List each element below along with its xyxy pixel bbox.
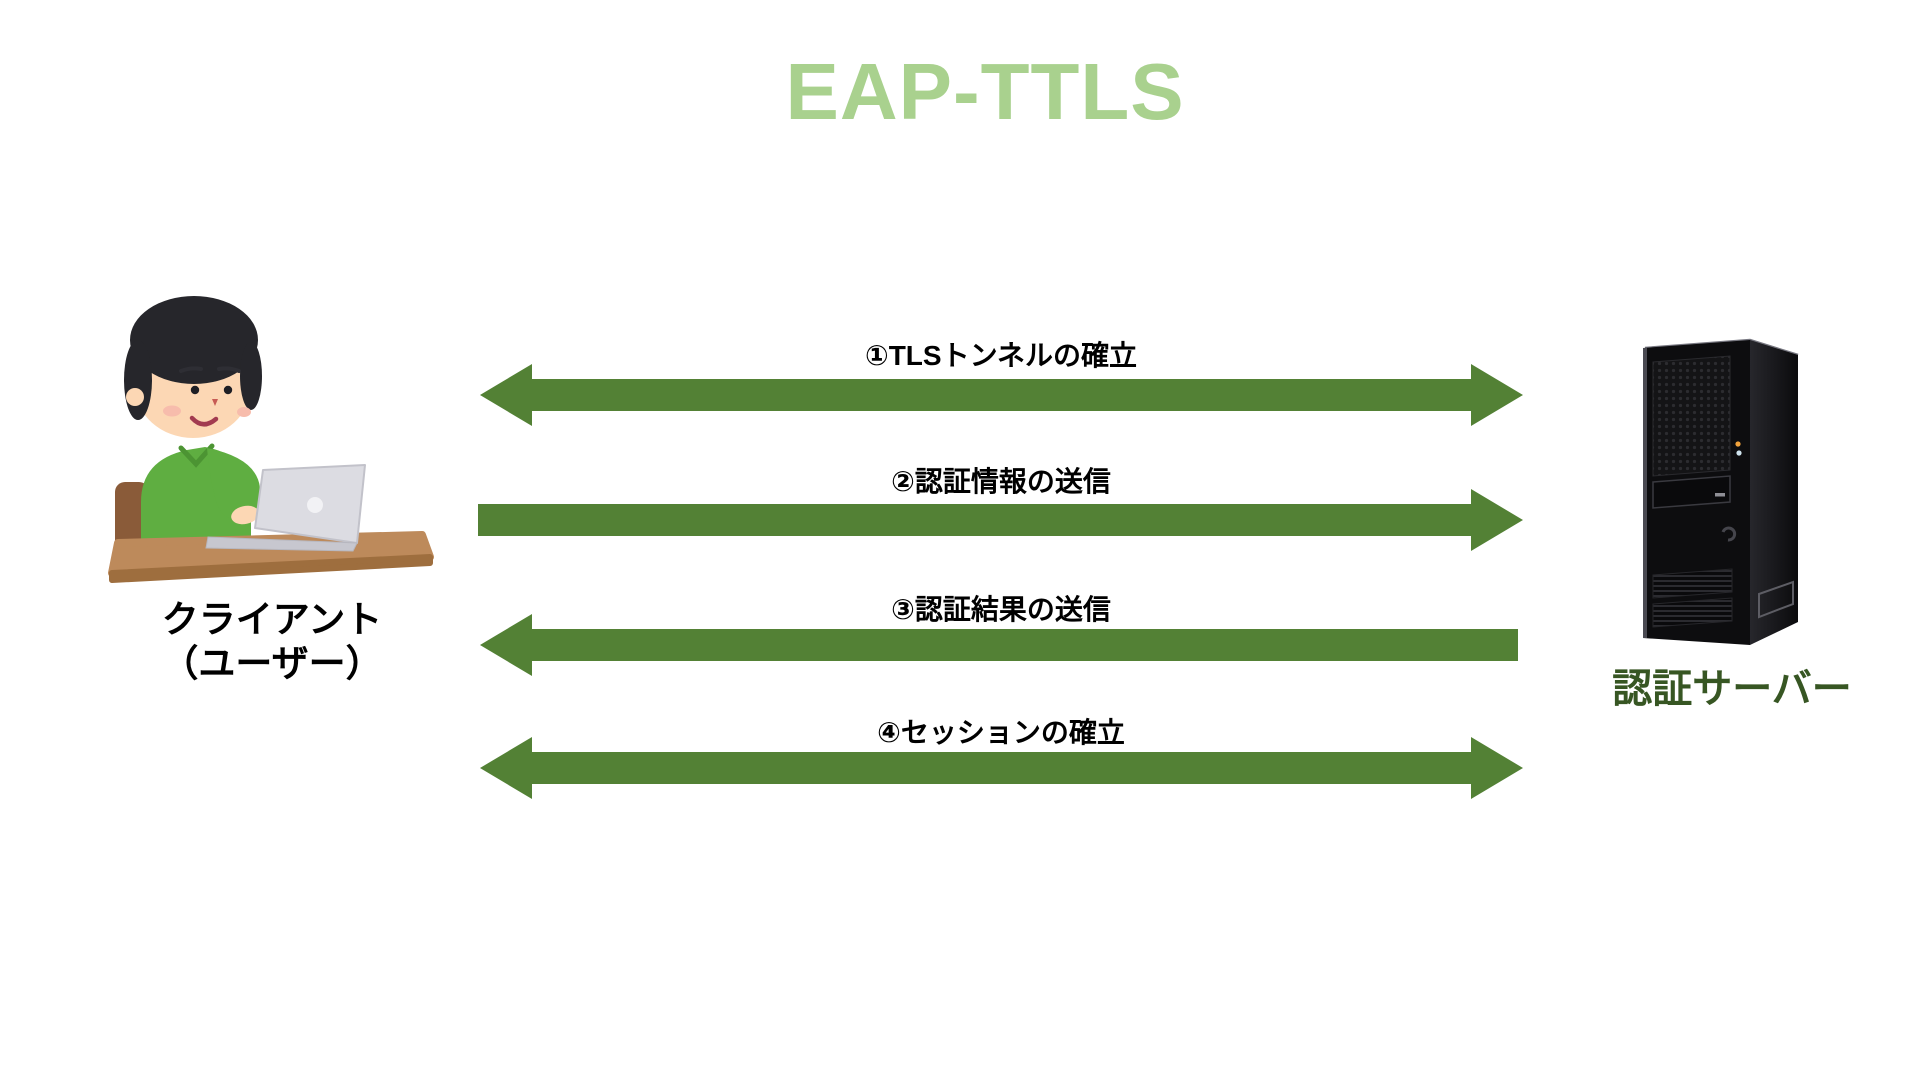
server-tower-icon — [1643, 338, 1799, 645]
collar-shape — [178, 443, 215, 468]
arrow-shape — [478, 489, 1523, 551]
desk-edge — [109, 554, 433, 583]
led-white — [1736, 450, 1742, 456]
flow-arrow-3-left-icon — [480, 614, 1518, 676]
client-label: クライアント （ユーザー） — [161, 598, 382, 687]
server-left-highlight — [1643, 348, 1647, 638]
server-label: 認証サーバー — [1612, 667, 1852, 711]
eye-left — [190, 385, 200, 395]
server-drive-bay — [1652, 475, 1731, 509]
flow-arrow-1-bidirectional-icon — [480, 364, 1523, 426]
drive-bay-button — [1715, 493, 1725, 497]
flow-label-3: ③認証結果の送信 — [891, 594, 1111, 625]
arrow-shape — [480, 364, 1523, 426]
diagram-title: EAP-TTLS — [785, 47, 1185, 136]
eyebrow-left — [179, 366, 203, 373]
laptop-keyboard — [205, 536, 358, 552]
eye-right — [223, 385, 233, 395]
flow-arrow-2-right-icon — [478, 489, 1523, 551]
flow-label-2: ②認証情報の送信 — [891, 466, 1111, 497]
server-side-panel-outline — [1758, 580, 1794, 619]
ear-shape — [126, 388, 144, 406]
flow-arrow-4-bidirectional-icon — [480, 737, 1523, 799]
hair-side-right — [240, 342, 262, 410]
eyebrow-right — [217, 366, 241, 373]
led-orange — [1735, 441, 1741, 447]
flow-label-4: ④セッションの確立 — [877, 717, 1125, 748]
server-mesh-grille — [1652, 355, 1731, 477]
server-side-face — [1750, 340, 1798, 645]
client-label-line2: （ユーザー） — [161, 643, 383, 685]
hair-shape — [130, 296, 258, 384]
arm-shape — [207, 448, 261, 520]
arrow-shape — [480, 737, 1523, 799]
blush-left — [163, 405, 181, 417]
client-label-line1: クライアント — [161, 599, 383, 640]
laptop-logo — [307, 497, 323, 513]
client-figure-icon — [108, 296, 434, 583]
mouth-shape — [189, 415, 219, 427]
power-button — [1721, 526, 1737, 542]
flow-label-1: ①TLSトンネルの確立 — [864, 340, 1138, 371]
server-vent-2 — [1652, 597, 1733, 628]
hand-shape — [231, 505, 259, 525]
hair-side-left — [124, 340, 152, 420]
blush-right — [237, 407, 251, 417]
nose-shape — [212, 399, 218, 406]
server-vent-1 — [1652, 568, 1733, 599]
arrow-shape — [480, 614, 1518, 676]
